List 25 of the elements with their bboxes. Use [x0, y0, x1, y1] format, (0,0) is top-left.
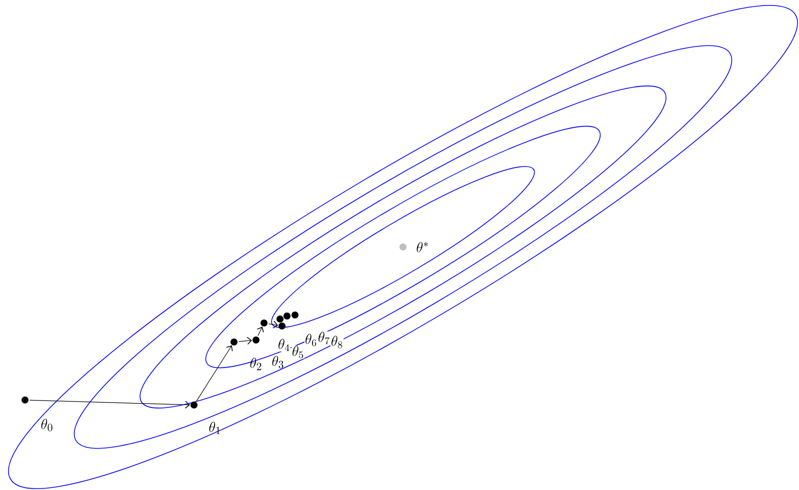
point-label: $\theta_7$	[318, 332, 330, 344]
arrow	[196, 345, 233, 402]
point-label: $\theta_5$	[292, 346, 304, 358]
point-dot	[284, 312, 290, 320]
point-label: $\theta_2$	[250, 358, 262, 370]
arrow	[238, 336, 252, 345]
point-dot	[252, 336, 260, 344]
point-label: $\theta_3$	[272, 356, 284, 368]
point-dot	[276, 316, 284, 322]
point-dot	[260, 320, 268, 326]
point-label: $\theta_8$	[332, 336, 342, 348]
point-label: $\theta_4$	[278, 338, 290, 352]
point-label: $\theta^*$	[416, 242, 428, 252]
point-dot	[400, 244, 406, 250]
point-label: $\theta_0$	[41, 418, 52, 432]
arrow	[268, 320, 278, 328]
arrow	[29, 400, 190, 409]
point-dot	[292, 312, 298, 318]
arrow	[256, 326, 264, 336]
point-dot	[22, 396, 28, 404]
point-dot	[230, 338, 238, 346]
point-label: $\theta_6$	[306, 334, 316, 346]
point-dot	[190, 402, 198, 408]
point-label: $\theta_1$	[209, 422, 220, 434]
point-dot	[278, 322, 286, 330]
